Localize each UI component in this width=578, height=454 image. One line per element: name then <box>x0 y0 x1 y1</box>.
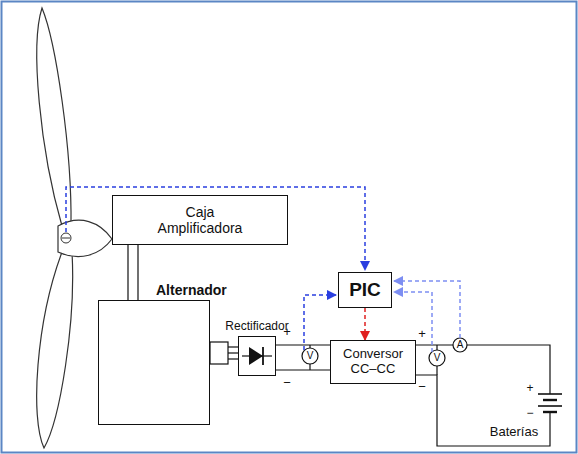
hub <box>58 220 112 256</box>
node-text: Conversor CC–CC <box>336 347 410 377</box>
polarity-sign: − <box>418 380 426 393</box>
ammeter-symbol <box>453 338 467 352</box>
battery-symbol <box>543 411 557 413</box>
rectifier-box: Rectificador <box>238 336 276 376</box>
wire <box>416 344 453 345</box>
polarity-sign: + <box>418 327 426 340</box>
speed-sensor <box>61 233 71 243</box>
converter-box: Conversor CC–CC <box>330 340 416 384</box>
battery-symbol <box>538 393 562 395</box>
node-text: Alternador <box>156 282 227 298</box>
node-text: Rectificador <box>225 320 288 334</box>
signal-line <box>394 281 460 338</box>
alternator-shaft <box>210 342 228 364</box>
control-signal <box>365 308 366 340</box>
meter-letter: V <box>434 353 441 363</box>
battery-symbol <box>538 405 562 407</box>
gearbox-box: Caja Amplificadora <box>112 195 288 245</box>
wire <box>416 375 550 446</box>
diode-symbol <box>262 347 264 365</box>
alternator-box: Alternador <box>98 300 210 425</box>
voltmeter-symbol <box>302 348 318 364</box>
speed-sensor <box>62 238 70 239</box>
polarity-sign: + <box>283 325 291 338</box>
polarity-sign: + <box>526 382 533 394</box>
voltmeter-symbol <box>429 350 445 366</box>
battery-symbol <box>543 399 557 401</box>
meter-letter: A <box>457 340 464 350</box>
wire <box>137 245 138 300</box>
wire-connection <box>128 245 138 300</box>
meter-letter: V <box>307 351 314 361</box>
diode-symbol <box>249 347 263 365</box>
node-text: PIC <box>349 279 381 301</box>
component-label: Baterías <box>490 425 538 438</box>
polarity-sign: − <box>283 376 291 389</box>
wire <box>436 366 437 375</box>
wire <box>467 345 550 394</box>
wire-connection <box>276 345 330 370</box>
wire <box>309 364 310 370</box>
wire <box>436 345 437 350</box>
polarity-sign: − <box>526 407 533 419</box>
signal-line <box>66 187 365 270</box>
signal-line <box>394 292 432 352</box>
controller-box: PIC <box>338 272 392 308</box>
node-text: Caja Amplificadora <box>145 204 255 236</box>
wire <box>276 344 330 345</box>
signal-line <box>304 295 336 350</box>
wire <box>127 245 128 300</box>
wire <box>276 369 330 370</box>
blade <box>37 252 73 448</box>
control-signal <box>364 308 366 340</box>
